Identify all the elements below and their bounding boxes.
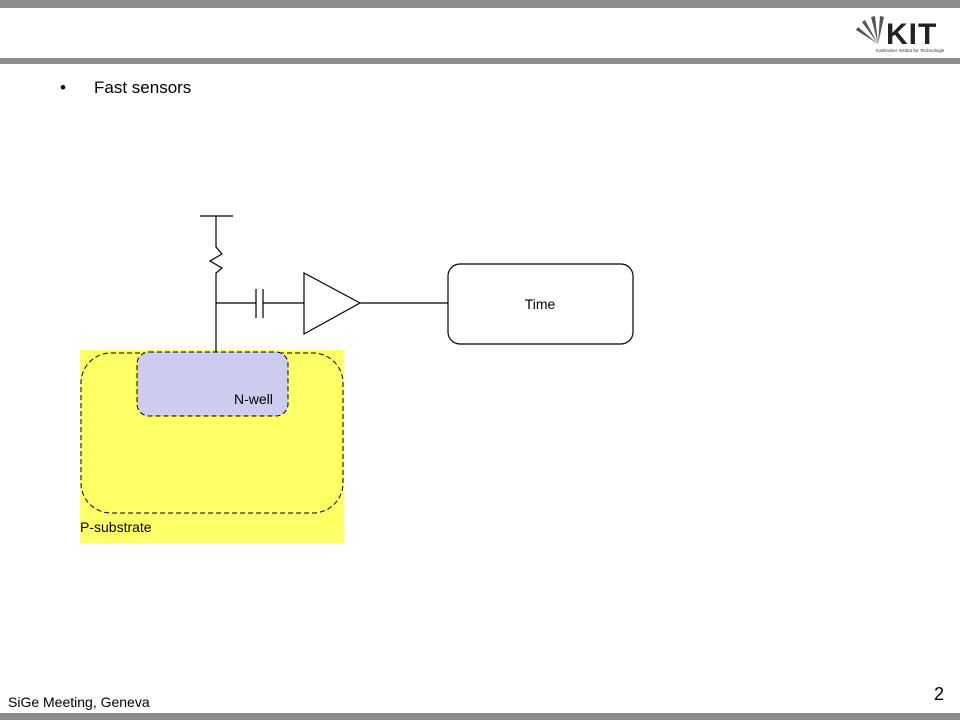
kit-logo-mark: KIT bbox=[886, 18, 937, 51]
header-rule bbox=[0, 58, 960, 64]
kit-logo: KIT Karlsruher Institut für Technologie bbox=[850, 14, 956, 56]
n-well-label: N-well bbox=[234, 391, 273, 407]
footer-text: SiGe Meeting, Geneva bbox=[8, 694, 150, 710]
kit-logo-graphic: KIT Karlsruher Institut für Technologie bbox=[856, 16, 945, 53]
p-substrate-label: P-substrate bbox=[80, 519, 152, 535]
top-bar bbox=[0, 0, 960, 8]
bullet-text: Fast sensors bbox=[94, 78, 192, 97]
time-block bbox=[447, 263, 634, 345]
bottom-bar bbox=[0, 713, 960, 720]
bias-resistor bbox=[208, 216, 224, 352]
n-well-region bbox=[136, 351, 289, 417]
kit-logo-subtitle: Karlsruher Institut für Technologie bbox=[876, 48, 945, 53]
time-label: Time bbox=[525, 296, 556, 312]
page-number: 2 bbox=[934, 684, 945, 704]
bullet-dot: • bbox=[60, 78, 66, 97]
amplifier-symbol bbox=[303, 271, 362, 336]
kit-logo-rays bbox=[856, 16, 884, 44]
